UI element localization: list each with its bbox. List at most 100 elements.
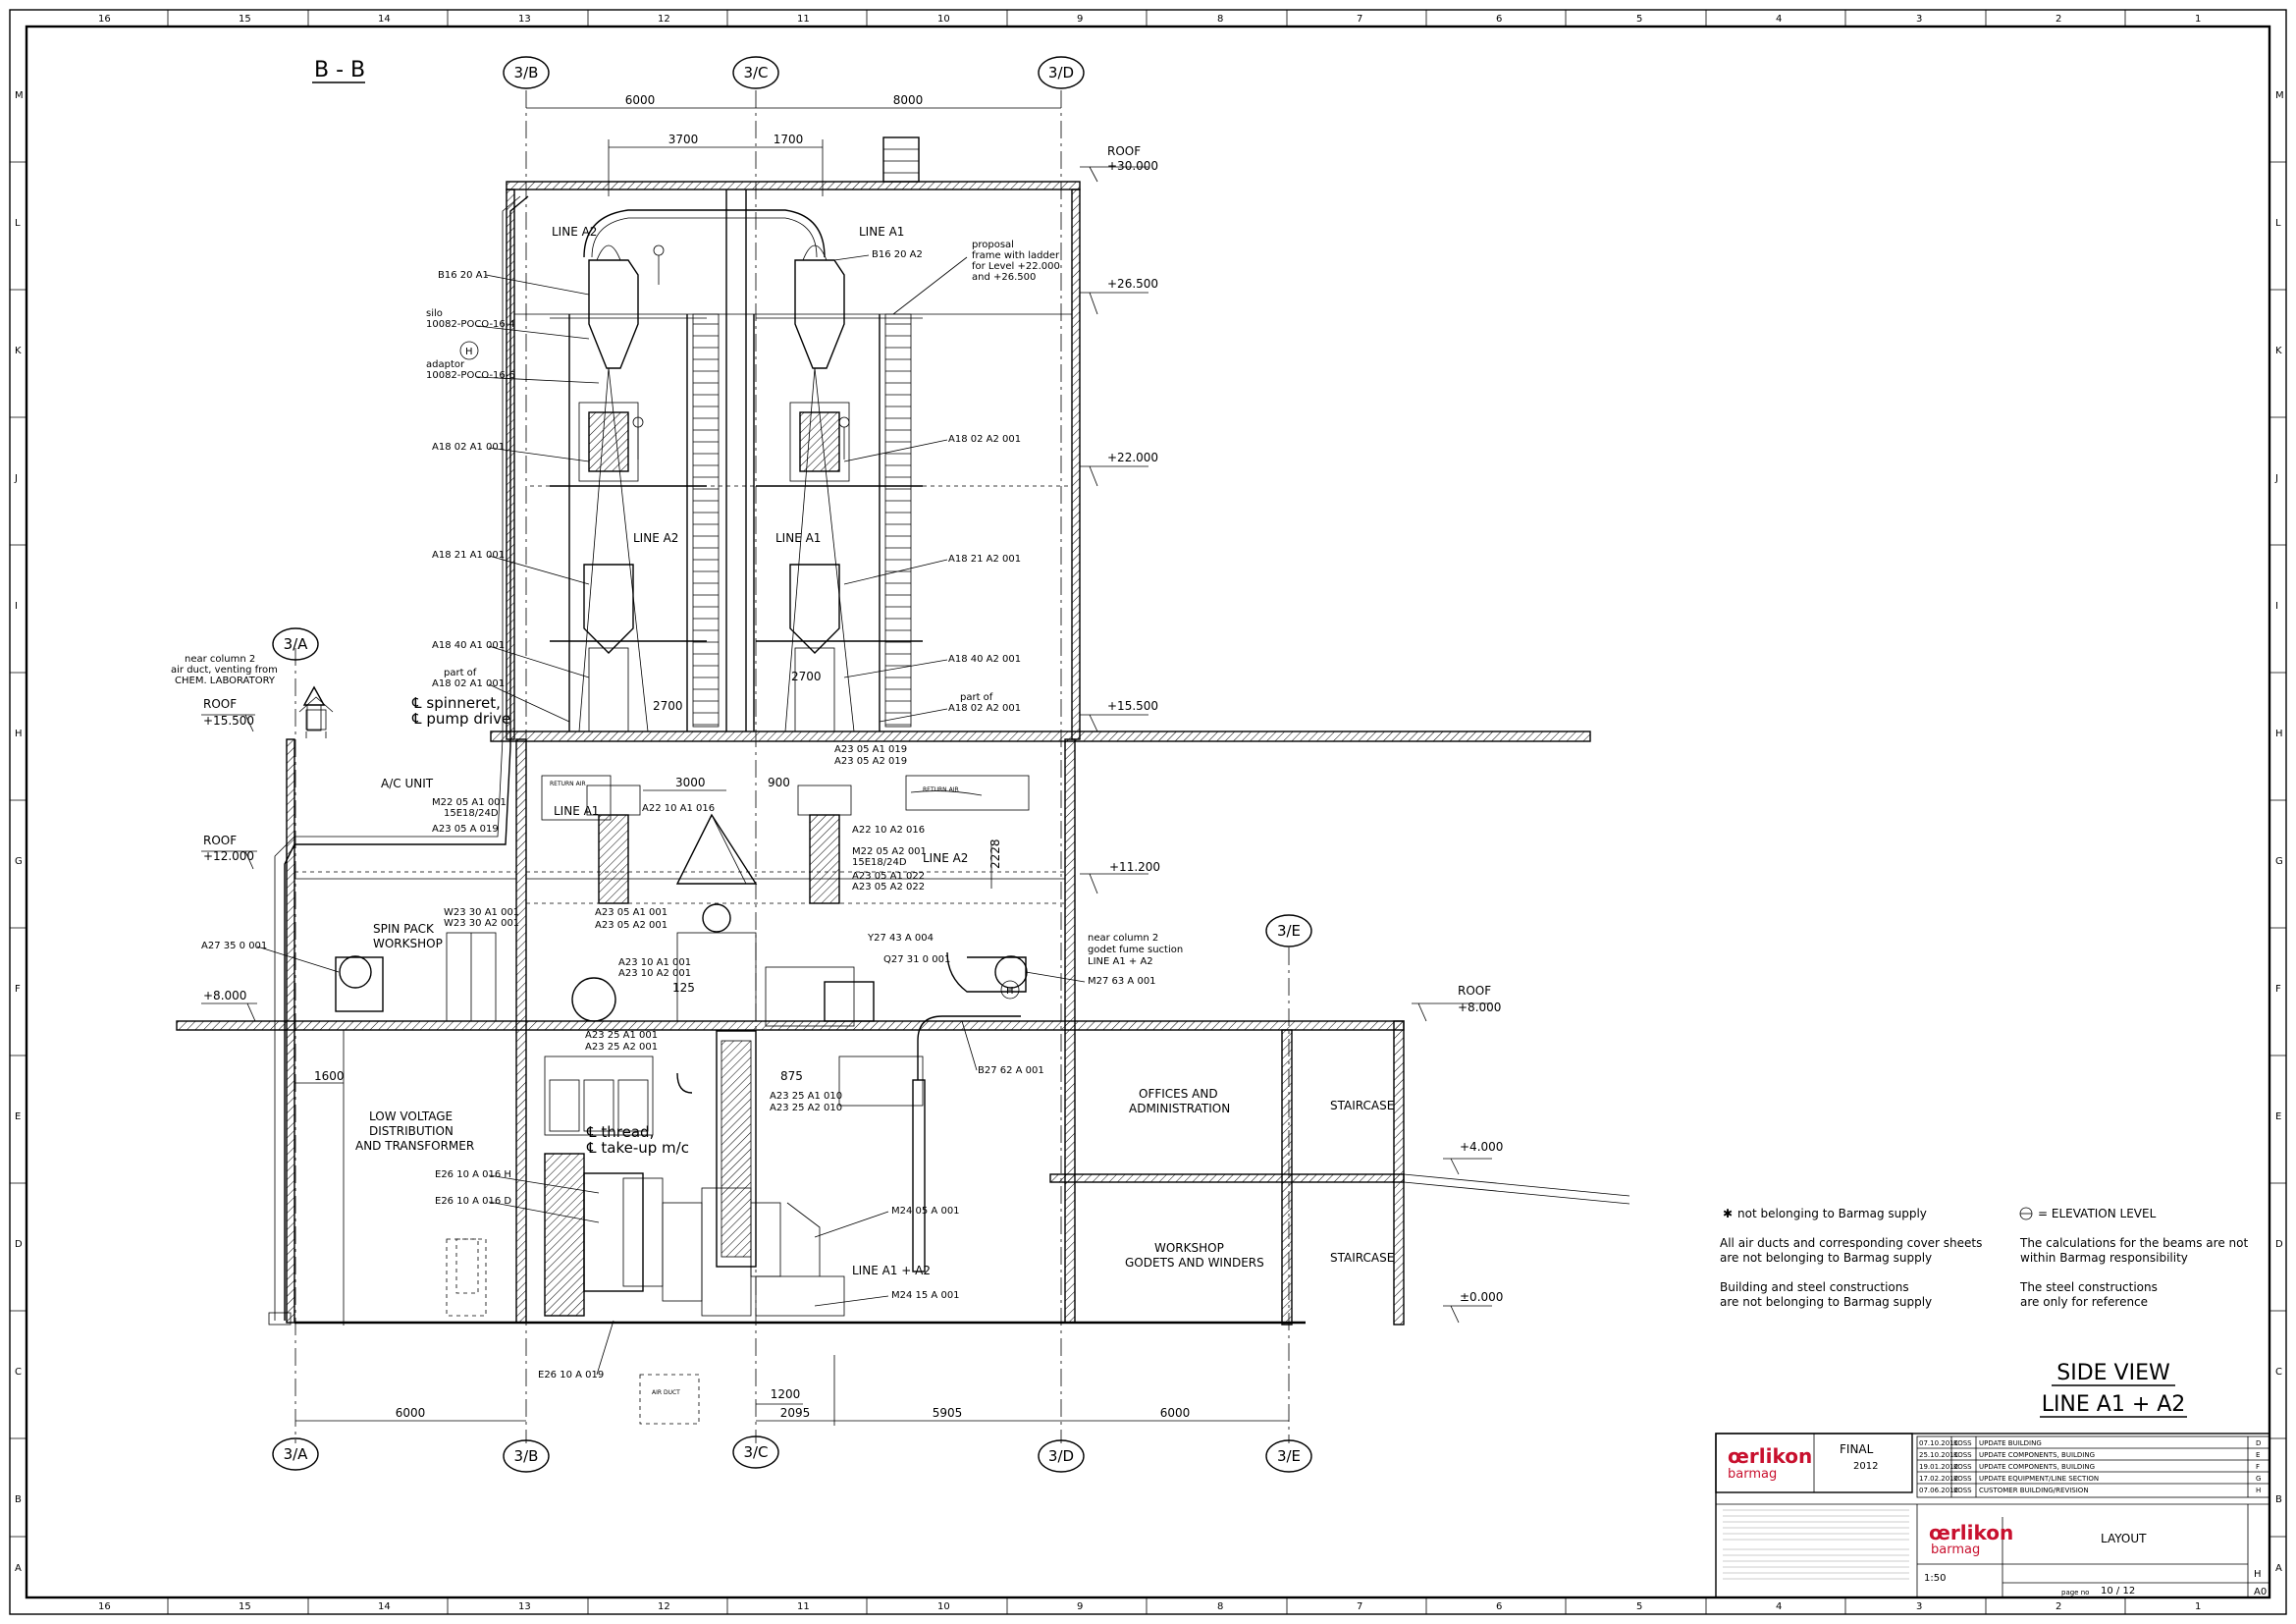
equipment-tag: A23 05 A 019	[432, 824, 499, 835]
annotation: part of	[960, 692, 993, 703]
frame-letter: H	[15, 729, 23, 739]
frame-letter: C	[2275, 1367, 2282, 1378]
centerline-label: ℄ thread,	[586, 1123, 654, 1141]
drawing-year: 2012	[1853, 1461, 1878, 1472]
equipment-tag: E26 10 A 019	[538, 1370, 604, 1380]
line-label: LINE A1	[554, 804, 599, 818]
dimension: 900	[768, 776, 790, 789]
frame-letter: C	[15, 1367, 22, 1378]
line-label: LINE A1	[859, 225, 904, 239]
elevation-value: ±0.000	[1460, 1290, 1503, 1304]
frame-number: 5	[1636, 1601, 1642, 1612]
frame-number: 11	[797, 1601, 810, 1612]
centerline-label: ℄ pump drive	[411, 710, 510, 728]
frame-number: 11	[797, 14, 810, 25]
frame-letter: J	[14, 473, 18, 484]
room-label: GODETS AND WINDERS	[1125, 1256, 1264, 1270]
annotation: 10082-POCO-16-4	[426, 319, 515, 330]
frame-number: 1	[2195, 14, 2201, 25]
frame-number: 16	[98, 1601, 111, 1612]
room-label: WORKSHOP	[373, 937, 443, 950]
drawing-scale: 1:50	[1924, 1573, 1946, 1584]
svg-text:CUSTOMER BUILDING/REVISION: CUSTOMER BUILDING/REVISION	[1979, 1487, 2089, 1494]
annotation: godet fume suction	[1088, 945, 1183, 955]
elevation-value: +30.000	[1107, 159, 1158, 173]
frame-number: 6	[1496, 14, 1502, 25]
frame-number: 3	[1916, 14, 1922, 25]
revision-index: H	[2254, 1569, 2262, 1580]
equipment-tag: M24 15 A 001	[891, 1290, 960, 1301]
frame-number: 8	[1217, 1601, 1223, 1612]
svg-text:H: H	[2256, 1487, 2261, 1494]
axis-label: 3/B	[514, 64, 539, 81]
svg-text:RETURN AIR: RETURN AIR	[550, 781, 586, 787]
svg-text:UPDATE BUILDING: UPDATE BUILDING	[1979, 1439, 2042, 1447]
elevation-label: ROOF	[1107, 144, 1141, 158]
axis-bubbles-bottom: 3/A 3/B 3/C 3/D 3/E	[272, 1435, 1312, 1473]
frame-number: 12	[658, 14, 670, 25]
dimension: 1700	[774, 133, 804, 146]
room-label: SPIN PACK	[373, 922, 435, 936]
dimension: 1600	[314, 1069, 345, 1083]
dimension: 2700	[653, 699, 683, 713]
elevation-label: ROOF	[203, 697, 237, 711]
svg-text:F: F	[2256, 1463, 2260, 1471]
svg-text:KOSS: KOSS	[1953, 1475, 1972, 1483]
equipment-tag: A23 25 A2 001	[585, 1042, 658, 1053]
drawing-title: SIDE VIEW LINE A1 + A2	[2040, 1361, 2187, 1418]
brand-logo: œrlikon	[1728, 1444, 1812, 1468]
frame-letter: A	[15, 1563, 22, 1574]
svg-text:KOSS: KOSS	[1953, 1451, 1972, 1459]
frame-number: 15	[239, 14, 251, 25]
annotation: proposal	[972, 240, 1014, 250]
axis-label: 3/C	[743, 64, 768, 81]
dimensions-top: 6000 8000 3700 1700	[526, 93, 1061, 196]
equipment-tag: A23 05 A1 001	[595, 907, 667, 918]
frame-letter: E	[2275, 1111, 2281, 1122]
frame-letter: M	[15, 90, 24, 101]
equipment-tag: A23 05 A1 022	[852, 871, 925, 882]
drawing-frame	[9, 9, 2287, 1615]
annotation: adaptor	[426, 359, 465, 370]
equipment-tag: A18 40 A2 001	[948, 654, 1021, 665]
equipment-tag: E26 10 A 016 D	[435, 1196, 511, 1207]
note-text: within Barmag responsibility	[2020, 1251, 2188, 1265]
note-text: are not belonging to Barmag supply	[1720, 1251, 1932, 1265]
equipment-tag: 15E18/24D	[852, 857, 907, 868]
frame-letter: L	[15, 218, 21, 229]
frame-letter: I	[2275, 601, 2278, 612]
dimension: 6000	[1160, 1406, 1191, 1420]
elevation-value: +12.000	[203, 849, 254, 863]
frame-letter: B	[15, 1494, 22, 1505]
room-label: AND TRANSFORMER	[355, 1139, 474, 1153]
equipment-tag: 15E18/24D	[444, 808, 499, 819]
elevation-value: +22.000	[1107, 451, 1158, 464]
equipment-tag: W23 30 A2 001	[444, 918, 519, 929]
frame-letter: J	[2274, 473, 2278, 484]
frame-letter: E	[15, 1111, 21, 1122]
brand-logo-main: œrlikon	[1929, 1521, 2013, 1544]
title-line: LINE A1 + A2	[2042, 1392, 2186, 1417]
elevation-value: +8.000	[203, 989, 246, 1002]
dimension: 6000	[625, 93, 656, 107]
room-label: WORKSHOP	[1154, 1241, 1224, 1255]
annotation: LINE A1 + A2	[1088, 956, 1153, 967]
mid-level-structure	[176, 738, 1630, 1326]
axis-label: 3/C	[743, 1443, 768, 1461]
equipment-tag: A22 10 A1 016	[642, 803, 715, 814]
air-ducts	[268, 195, 826, 1326]
elevation-value: +26.500	[1107, 277, 1158, 291]
centerline-label: ℄ spinneret,	[411, 694, 501, 712]
spinning-tower-a1	[753, 244, 912, 732]
room-label: ADMINISTRATION	[1129, 1102, 1230, 1115]
frame-number: 10	[937, 14, 950, 25]
axis-label: 3/E	[1277, 922, 1301, 940]
lower-level-equipment: AIR DUCT	[343, 1015, 1021, 1425]
frame-letter: I	[15, 601, 18, 612]
svg-text:D: D	[2256, 1439, 2261, 1447]
annotation: near column 2	[185, 654, 255, 665]
frame-number: 3	[1916, 1601, 1922, 1612]
frame-ticks	[10, 10, 2286, 1614]
section-label: B - B	[314, 58, 365, 82]
axis-bubbles-top: 3/B 3/C 3/D 3/A 3/E	[272, 56, 1312, 947]
